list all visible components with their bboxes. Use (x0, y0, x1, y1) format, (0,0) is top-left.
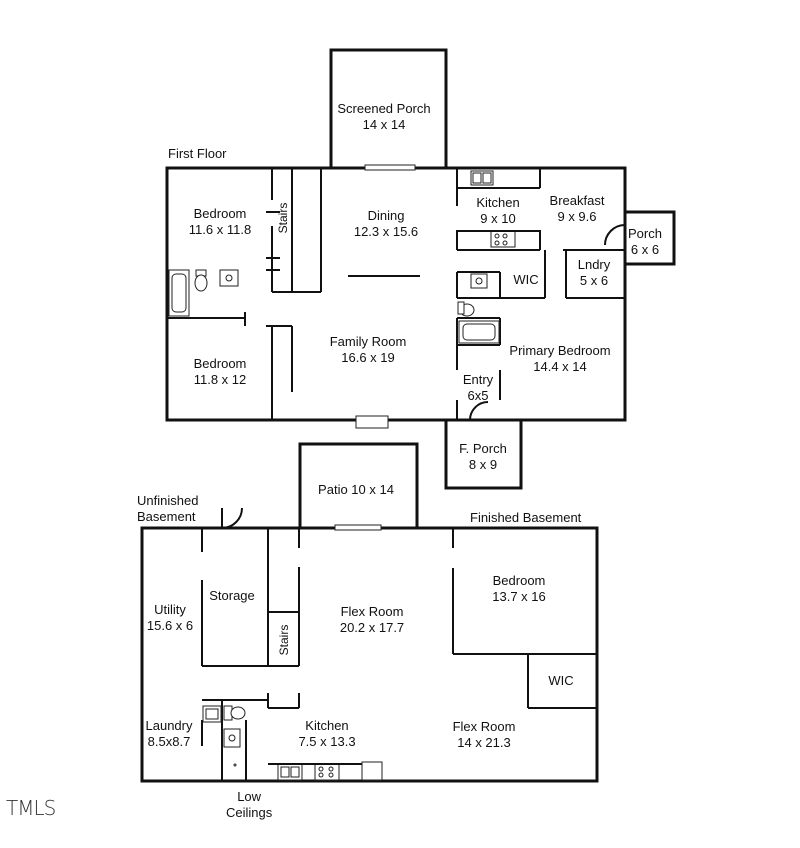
stairs-label-first-floor: Stairs (276, 202, 290, 234)
room-name: Bedroom (193, 356, 247, 371)
room-name: Entry (462, 372, 494, 387)
room-name: Porch (628, 226, 662, 241)
room-porch: Porch 6 x 6 (628, 226, 662, 258)
room-patio: Patio 10 x 14 (318, 482, 394, 498)
room-utility: Utility 15.6 x 6 (147, 602, 193, 634)
room-laundry: Lndry 5 x 6 (578, 257, 611, 289)
room-name: Dining (367, 208, 405, 223)
room-name: Laundry (145, 718, 193, 733)
room-dims: 5 x 6 (579, 273, 609, 288)
room-basement-bedroom: Bedroom 13.7 x 16 (492, 573, 546, 605)
room-dims: 11.8 x 12 (193, 372, 247, 387)
room-name: Bedroom (492, 573, 546, 588)
room-dims: 8 x 9 (468, 457, 498, 472)
room-name: F. Porch (459, 441, 507, 456)
room-name: WIC (548, 673, 574, 688)
stairs-label-basement: Stairs (277, 624, 291, 656)
room-dims: 14 x 14 (362, 117, 406, 132)
room-basement-wic: WIC (548, 673, 573, 689)
room-name: Flex Room (452, 719, 516, 734)
room-bedroom-upper-left: Bedroom 11.6 x 11.8 (189, 206, 251, 238)
room-name: Flex Room (340, 604, 404, 619)
room-name: Screened Porch (337, 101, 431, 116)
room-dims: 9 x 10 (480, 211, 516, 226)
room-dims: 9 x 9.6 (557, 209, 597, 224)
room-dims: 15.6 x 6 (146, 618, 194, 633)
room-name: Utility (154, 602, 186, 617)
room-name: Primary Bedroom (509, 343, 611, 358)
room-name: Bedroom (193, 206, 247, 221)
room-screened-porch: Screened Porch 14 x 14 (337, 101, 430, 133)
room-dims: 14 x 21.3 (457, 735, 511, 750)
room-flex-room-lower: Flex Room 14 x 21.3 (453, 719, 516, 751)
room-dims: 8.5x8.7 (147, 734, 191, 749)
room-bedroom-lower-left: Bedroom 11.8 x 12 (194, 356, 247, 388)
room-front-porch: F. Porch 8 x 9 (459, 441, 507, 473)
room-name: Family Room (329, 334, 407, 349)
room-storage: Storage (209, 588, 255, 604)
room-name: Storage (209, 588, 255, 603)
room-dims: 20.2 x 17.7 (339, 620, 405, 635)
room-family-room: Family Room 16.6 x 19 (330, 334, 407, 366)
room-basement-kitchen: Kitchen 7.5 x 13.3 (298, 718, 355, 750)
room-dining: Dining 12.3 x 15.6 (354, 208, 418, 240)
room-dims: 12.3 x 15.6 (353, 224, 419, 239)
room-flex-room-upper: Flex Room 20.2 x 17.7 (340, 604, 404, 636)
room-dims: 14.4 x 14 (533, 359, 587, 374)
room-wic: WIC (513, 272, 538, 288)
room-dims: 6 x 6 (630, 242, 660, 257)
room-name: WIC (513, 272, 539, 287)
room-dims: 16.6 x 19 (341, 350, 395, 365)
room-breakfast: Breakfast 9 x 9.6 (550, 193, 605, 225)
basement-fixtures (202, 705, 383, 781)
first-floor-heading: First Floor (168, 146, 227, 161)
room-name: Lndry (577, 257, 611, 272)
room-entry: Entry 6x5 (463, 372, 493, 404)
unfinished-basement-heading: Unfinished Basement (137, 493, 199, 524)
room-basement-laundry: Laundry 8.5x8.7 (146, 718, 193, 750)
room-dims: 6x5 (467, 388, 489, 403)
first-floor-walls (165, 48, 676, 490)
room-name: Breakfast (549, 193, 605, 208)
room-name: Kitchen (305, 718, 349, 733)
mls-logo: TMLS (6, 796, 56, 820)
room-dims: 11.6 x 11.8 (188, 222, 252, 237)
room-name: Kitchen (476, 195, 520, 210)
room-primary-bedroom: Primary Bedroom 14.4 x 14 (509, 343, 610, 375)
first-floor-fixtures (168, 170, 540, 344)
room-kitchen: Kitchen 9 x 10 (476, 195, 519, 227)
room-dims: 7.5 x 13.3 (298, 734, 356, 749)
room-name: Patio 10 x 14 (318, 482, 394, 497)
basement-walls (140, 442, 599, 783)
finished-basement-heading: Finished Basement (470, 510, 582, 525)
low-ceilings-note: Low Ceilings (226, 789, 273, 820)
room-dims: 13.7 x 16 (492, 589, 546, 604)
